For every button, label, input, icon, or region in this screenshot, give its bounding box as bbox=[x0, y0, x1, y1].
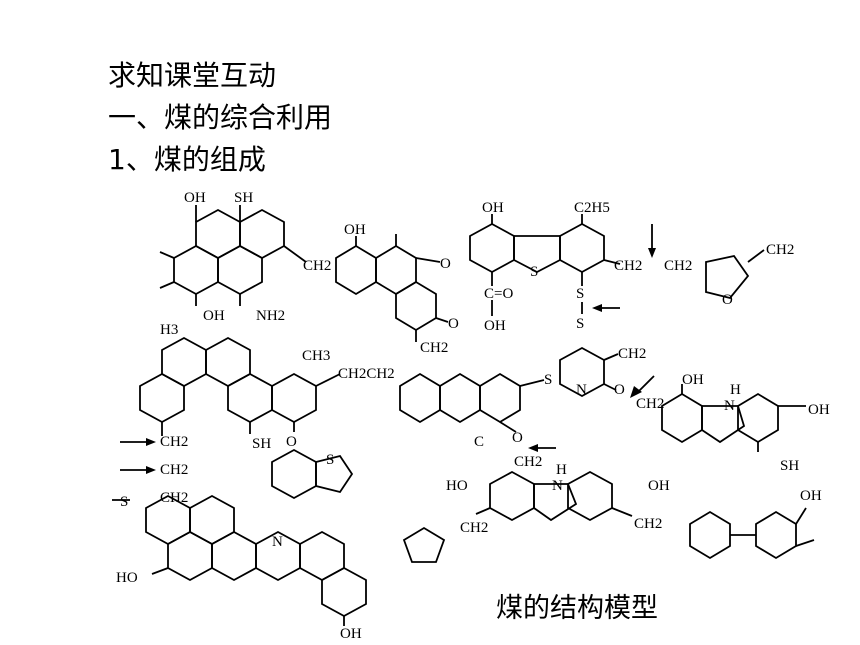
naphthol-ring-system bbox=[335, 234, 449, 342]
acridine-ring-system bbox=[112, 494, 367, 626]
label-n: N bbox=[576, 382, 587, 398]
label-s: S bbox=[544, 372, 552, 388]
carbazole-ring-system bbox=[661, 384, 806, 452]
hydroaromatic-ring-system bbox=[399, 372, 545, 433]
label-h: H bbox=[556, 462, 567, 478]
label-s: S bbox=[576, 286, 584, 302]
label-sh: SH bbox=[234, 190, 253, 206]
label-c: C bbox=[474, 434, 484, 450]
label-o: O bbox=[512, 430, 523, 446]
label-oh: OH bbox=[184, 190, 206, 206]
pyridine-ring bbox=[559, 346, 619, 398]
label-ch2: CH2 bbox=[618, 346, 646, 362]
label-s: S bbox=[576, 316, 584, 332]
label-ho: HO bbox=[116, 570, 138, 586]
label-oh: OH bbox=[482, 200, 504, 216]
label-oh: OH bbox=[203, 308, 225, 324]
label-n: N bbox=[724, 398, 735, 414]
label-oh: OH bbox=[682, 372, 704, 388]
label-ch2: CH2 bbox=[634, 516, 662, 532]
label-n: N bbox=[552, 478, 563, 494]
furan-ring bbox=[705, 249, 765, 300]
label-h3: H3 bbox=[160, 322, 178, 338]
label-nh2: NH2 bbox=[256, 308, 285, 324]
label-ch2: CH2 bbox=[160, 490, 188, 506]
cyclopentadiene-ring bbox=[402, 526, 446, 563]
label-ch2: CH2 bbox=[160, 434, 188, 450]
label-s: S bbox=[120, 494, 128, 510]
benzothiophene-ring bbox=[271, 448, 354, 500]
biphenyl-ring-system bbox=[689, 507, 815, 560]
label-s: S bbox=[530, 264, 538, 280]
label-sh: SH bbox=[780, 458, 799, 474]
label-ch2: CH2 bbox=[636, 396, 664, 412]
label-oh: OH bbox=[648, 478, 670, 494]
label-n: N bbox=[272, 534, 283, 550]
label-ch2ch2: CH2CH2 bbox=[338, 366, 395, 382]
section-heading: 一、煤的综合利用 bbox=[108, 101, 333, 134]
dibenzothiophene-ring-system bbox=[469, 214, 621, 316]
slide-title: 求知课堂互动 bbox=[108, 59, 277, 92]
label-ch2: CH2 bbox=[514, 454, 542, 470]
label-oh: OH bbox=[800, 488, 822, 504]
label-ch2: CH2 bbox=[614, 258, 642, 274]
label-oh: OH bbox=[344, 222, 366, 238]
label-sh: SH bbox=[252, 436, 271, 452]
label-oh: OH bbox=[340, 626, 362, 642]
label-ch2: CH2 bbox=[420, 340, 448, 356]
polycyclic-aromatic-system bbox=[139, 336, 341, 436]
label-ch2: CH2 bbox=[664, 258, 692, 274]
label-c-o: C=O bbox=[484, 286, 513, 302]
subsection-heading: 1、煤的组成 bbox=[108, 143, 266, 176]
label-s: S bbox=[326, 452, 334, 468]
label-o: O bbox=[614, 382, 625, 398]
label-ch2: CH2 bbox=[303, 258, 331, 274]
diagram-caption: 煤的结构模型 bbox=[496, 593, 658, 624]
label-ch2: CH2 bbox=[460, 520, 488, 536]
carbazole-ring-system-lower bbox=[475, 470, 633, 522]
label-oh: OH bbox=[484, 318, 506, 334]
label-c2h5: C2H5 bbox=[574, 200, 610, 216]
label-h: H bbox=[730, 382, 741, 398]
label-o: O bbox=[448, 316, 459, 332]
label-o: O bbox=[722, 292, 733, 308]
label-ch2: CH2 bbox=[160, 462, 188, 478]
arrow-indicators bbox=[120, 224, 656, 474]
label-ch2: CH2 bbox=[766, 242, 794, 258]
pyrene-ring-system bbox=[159, 205, 307, 306]
label-o: O bbox=[286, 434, 297, 450]
label-ch3: CH3 bbox=[302, 348, 330, 364]
label-oh: OH bbox=[808, 402, 830, 418]
label-o: O bbox=[440, 256, 451, 272]
label-ho: HO bbox=[446, 478, 468, 494]
